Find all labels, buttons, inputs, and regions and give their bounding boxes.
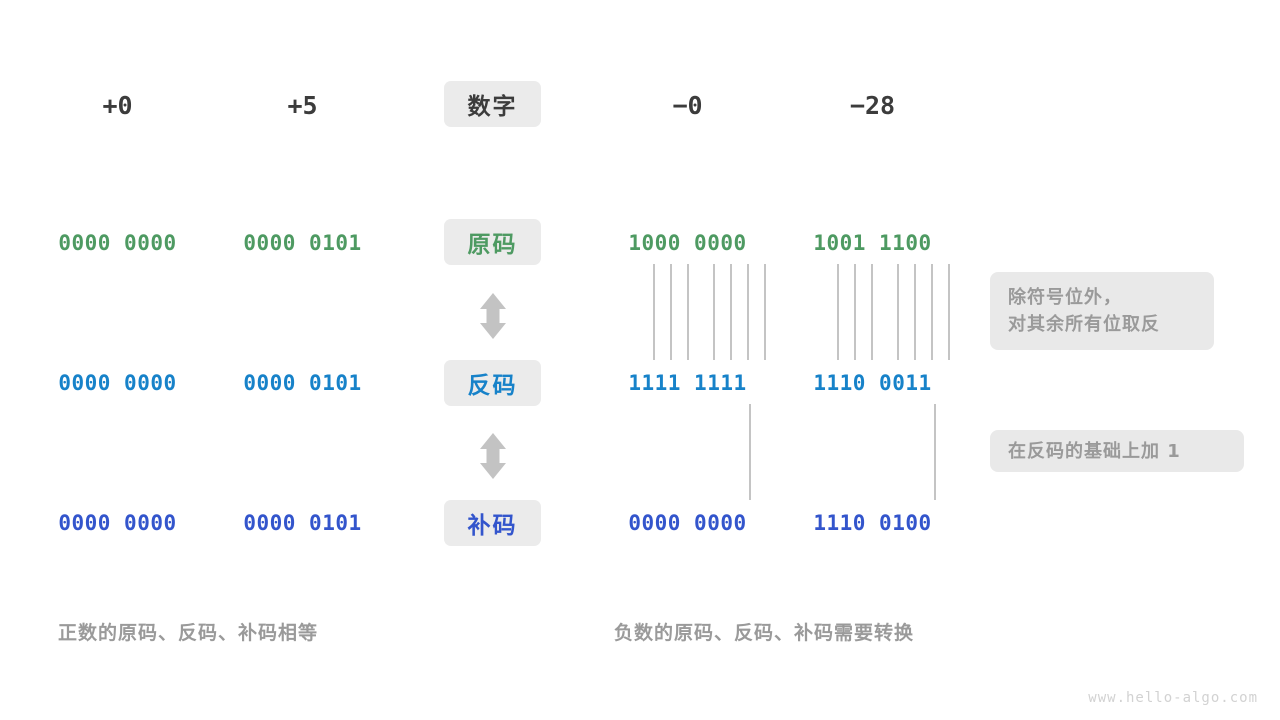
note-invert-line-2: 对其余所有位取反 — [1008, 314, 1160, 335]
note-plus-one: 在反码的基础上加 1 — [990, 430, 1244, 472]
row-label-number: 数字 — [444, 81, 541, 127]
bits-yuanma-minus-zero: 1000 0000 — [628, 231, 747, 255]
arrow-yuanma-to-fanma — [480, 293, 506, 339]
column-header-minus-28: −28 — [849, 90, 896, 120]
bits-yuanma-minus-28: 1001 1100 — [813, 231, 932, 255]
bits-buma-plus-zero: 0000 0000 — [58, 511, 177, 535]
caption-positive: 正数的原码、反码、补码相等 — [58, 622, 319, 644]
row-label-yuanma: 原码 — [444, 219, 541, 265]
bits-fanma-minus-28: 1110 0011 — [813, 371, 932, 395]
invert-connectors-minus-28 — [837, 264, 950, 360]
invert-connectors-minus-zero — [653, 264, 766, 360]
bits-yuanma-plus-zero: 0000 0000 — [58, 231, 177, 255]
plusone-connectors — [749, 404, 936, 500]
row-label-buma: 补码 — [444, 500, 541, 546]
arrow-fanma-to-buma — [480, 433, 506, 479]
note-invert: 除符号位外， 对其余所有位取反 — [990, 272, 1214, 350]
row-label-fanma: 反码 — [444, 360, 541, 406]
bits-fanma-plus-five: 0000 0101 — [243, 371, 362, 395]
bits-buma-minus-zero: 0000 0000 — [628, 511, 747, 535]
bits-buma-plus-five: 0000 0101 — [243, 511, 362, 535]
column-header-plus-zero: +0 — [102, 90, 133, 120]
bits-fanma-minus-zero: 1111 1111 — [628, 371, 747, 395]
bits-yuanma-plus-five: 0000 0101 — [243, 231, 362, 255]
column-header-plus-five: +5 — [287, 90, 318, 120]
column-header-minus-zero: −0 — [672, 90, 703, 120]
note-plus-one-line-1: 在反码的基础上加 1 — [1008, 440, 1181, 462]
note-invert-line-1: 除符号位外， — [1008, 287, 1122, 308]
bits-buma-minus-28: 1110 0100 — [813, 511, 932, 535]
caption-negative: 负数的原码、反码、补码需要转换 — [614, 622, 915, 644]
watermark: www.hello-algo.com — [1088, 690, 1258, 706]
bits-fanma-plus-zero: 0000 0000 — [58, 371, 177, 395]
